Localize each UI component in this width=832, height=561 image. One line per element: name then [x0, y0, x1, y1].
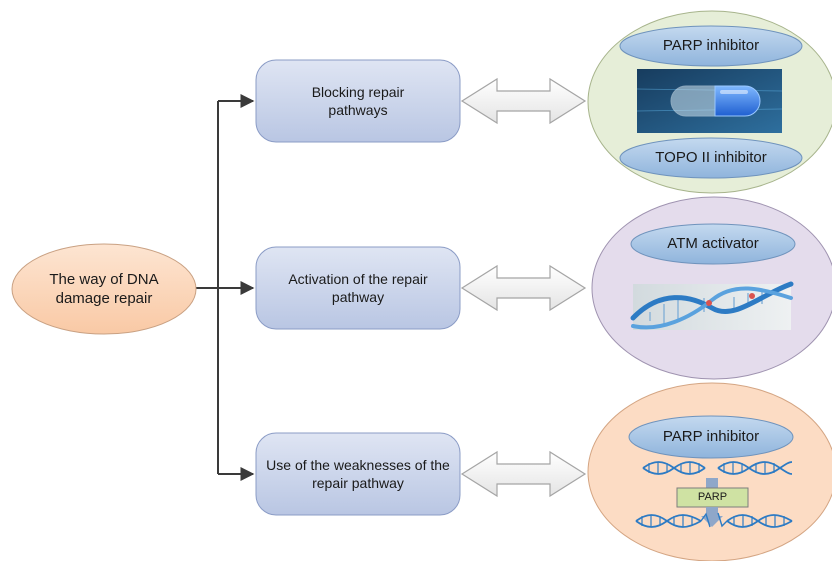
double-arrow-3 [460, 450, 587, 498]
strategy-box-activation [255, 246, 461, 330]
strategy-label-weakness: Use of the weaknesses of the repair path… [266, 456, 450, 491]
capsule-pill-image [636, 69, 783, 133]
strategy-label-blocking: Blocking repair pathways [311, 83, 405, 118]
pill-2a [630, 223, 796, 265]
pill-label-parp-inhibitor-1: PARP inhibitor [662, 37, 760, 55]
source-node [11, 243, 197, 335]
dna-strand-bottom [635, 514, 793, 528]
pill-1a [619, 25, 803, 67]
parp-enzyme-label: PARP [697, 491, 728, 504]
pill-1b [619, 137, 803, 179]
dna-break-arrow [706, 478, 718, 488]
dna-break-schematic [635, 461, 793, 528]
strategy-box-blocking [255, 59, 461, 143]
dna-helix-image [630, 281, 794, 330]
pill-label-parp-inhibitor-2: PARP inhibitor [662, 428, 760, 446]
strategy-label-activation: Activation of the repair pathway [288, 270, 428, 305]
double-arrow-2 [460, 264, 587, 312]
source-node-label: The way of DNA damage repair [49, 270, 159, 308]
cluster-circle-3 [587, 382, 832, 561]
strategy-box-weakness [255, 432, 461, 516]
pill-3a [628, 415, 794, 459]
pill-label-topo-ii-inhibitor: TOPO II inhibitor [655, 149, 767, 167]
double-arrow-1 [460, 77, 587, 125]
connector-lines [196, 94, 255, 481]
pill-label-atm-activator: ATM activator [667, 235, 759, 253]
